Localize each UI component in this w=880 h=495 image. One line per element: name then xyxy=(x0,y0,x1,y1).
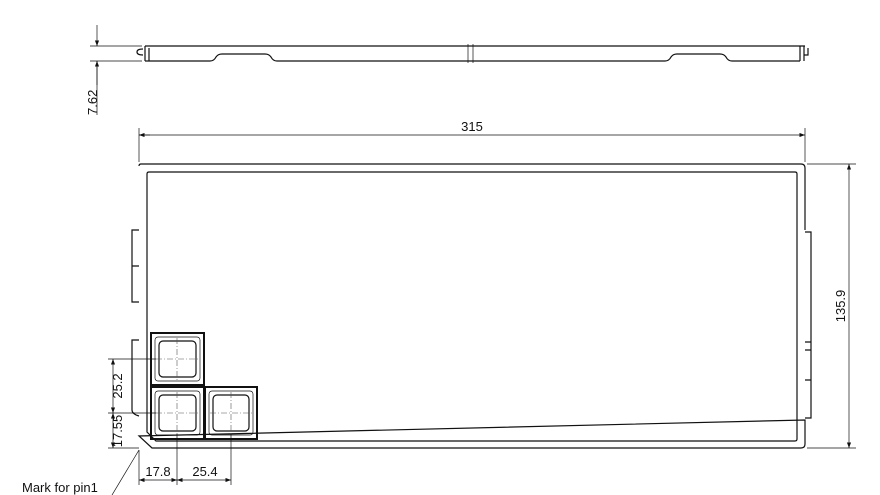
side-view: 7.62 xyxy=(85,25,809,115)
dim-height: 7.62 xyxy=(85,90,100,115)
dim-offset-y: 17.55 xyxy=(110,415,125,448)
dim-width: 135.9 xyxy=(833,290,848,323)
plan-view: 315 135.9 25.2 17.55 xyxy=(22,119,856,495)
dim-offset-x: 17.8 xyxy=(145,464,170,479)
dim-pitch-y: 25.2 xyxy=(110,373,125,398)
dim-length: 315 xyxy=(461,119,483,134)
pin1-mark-label: Mark for pin1 xyxy=(22,480,98,495)
dim-pitch-x: 25.4 xyxy=(192,464,217,479)
